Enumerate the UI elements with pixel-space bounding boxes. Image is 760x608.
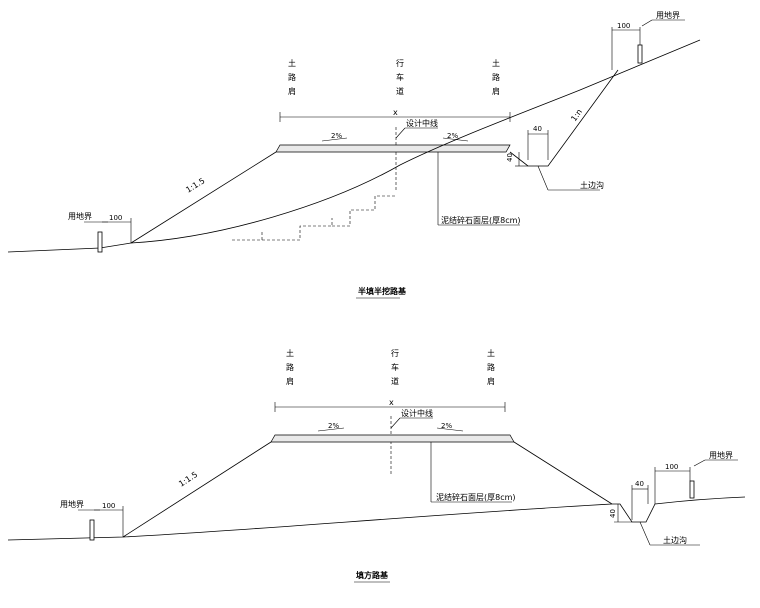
s1-boundary-right-marker	[637, 44, 643, 64]
s2-original-ground-and-ditch	[7, 496, 746, 541]
s1-ditch-width-dimension: 40	[527, 125, 549, 160]
s2-boundary-right-marker	[689, 480, 695, 499]
s1-pavement-label: 泥结碎石面层(厚8cm)	[441, 215, 521, 225]
s2-ditch-width-dimension: 40	[631, 480, 649, 520]
s2-shoulder-left-label: 土路肩	[286, 348, 294, 386]
s2-ditch-label: 土边沟	[663, 535, 687, 545]
s2-fill-slope-left	[122, 441, 272, 538]
s2-boundary-left-label: 用地界	[60, 499, 84, 509]
s1-boundary-left-dist: 100	[109, 214, 122, 222]
s1-shoulder-left-label: 土路肩	[288, 58, 296, 96]
s2-boundary-right-label: 用地界	[709, 450, 733, 460]
s1-ditch-depth-dimension: 40	[506, 152, 528, 167]
s1-boundary-left-marker	[97, 231, 103, 253]
s1-boundary-left-label: 用地界	[68, 211, 92, 221]
s1-ditch-and-cut-slope	[509, 69, 619, 167]
s2-ditch-depth-dimension: 40	[609, 504, 632, 523]
s1-boundary-right-label: 用地界	[656, 10, 680, 20]
s1-shoulder-right-label: 土路肩	[492, 58, 500, 96]
s2-pavement-layer	[270, 434, 515, 443]
section-half-fill-half-cut: 土路肩 行车道 土路肩 x 设计中线 2% 2% 1:1.5 1:n	[7, 10, 701, 299]
s2-title: 填方路基	[356, 570, 389, 580]
s1-title: 半填半挖路基	[358, 286, 407, 296]
s2-boundary-left-dist: 100	[102, 502, 115, 510]
s1-pavement-layer	[275, 144, 511, 153]
s1-centerline-leader	[395, 127, 406, 139]
s1-fill-slope-line	[130, 151, 277, 244]
s2-fill-slope-right	[513, 441, 613, 505]
s1-centerline-label: 设计中线	[406, 118, 438, 128]
s1-ditch-leader	[537, 165, 549, 191]
s1-width-label: x	[393, 108, 398, 117]
s1-ditch-depth: 40	[506, 153, 514, 162]
s1-fill-slope-label: 1:1.5	[184, 176, 206, 195]
s1-benching-steps	[232, 195, 396, 241]
s1-boundary-right-dist: 100	[617, 22, 630, 30]
s1-cut-slope-label: 1:n	[569, 107, 584, 123]
s2-ditch-leader	[639, 521, 651, 546]
section-fill-embankment: 土路肩 行车道 土路肩 x 设计中线 2% 2% 1:1.5 40	[7, 348, 746, 583]
s1-width-dimension: x	[279, 108, 511, 122]
s1-original-ground	[7, 39, 701, 253]
s2-boundary-left-marker	[89, 519, 95, 541]
s2-ditch-width: 40	[635, 480, 644, 488]
s1-ditch-label: 土边沟	[580, 180, 604, 190]
s2-shoulder-right-label: 土路肩	[487, 348, 495, 386]
s1-carriageway-label: 行车道	[396, 58, 404, 96]
s2-crossfall-left: 2%	[328, 422, 339, 430]
s1-ditch-width: 40	[533, 125, 542, 133]
s1-crossfall-left: 2%	[331, 132, 342, 140]
s2-pavement-label: 泥结碎石面层(厚8cm)	[436, 492, 516, 502]
s1-crossfall-right: 2%	[447, 132, 458, 140]
s2-fill-slope-label: 1:1.5	[177, 470, 199, 489]
s2-width-label: x	[389, 398, 394, 407]
s2-carriageway-label: 行车道	[391, 348, 399, 386]
s2-centerline-label: 设计中线	[401, 408, 433, 418]
s2-boundary-right-dist: 100	[665, 463, 678, 471]
s2-crossfall-right: 2%	[441, 422, 452, 430]
s2-width-dimension: x	[274, 398, 506, 412]
s2-ditch-depth: 40	[609, 509, 617, 518]
